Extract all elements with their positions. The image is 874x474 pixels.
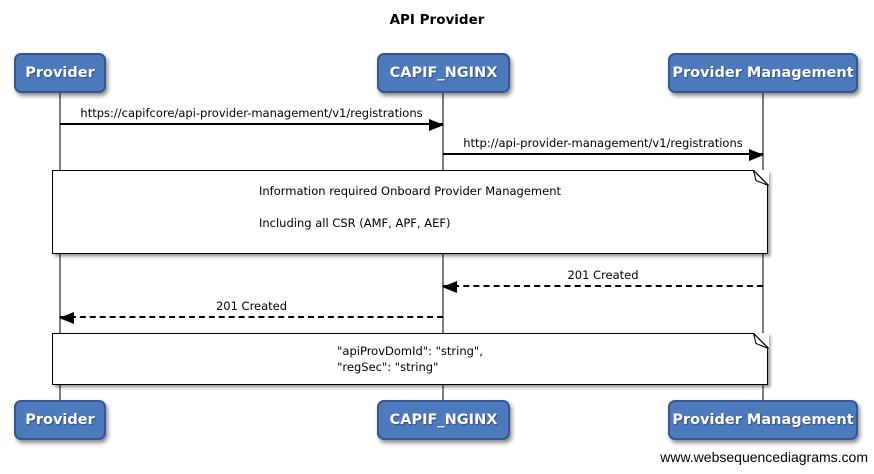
actor-label: CAPIF_NGINX (389, 65, 498, 81)
note-text: Information required Onboard Provider Ma… (259, 183, 561, 231)
message-201-created-pm: 201 Created (442, 268, 763, 293)
actor-label: Provider Management (672, 412, 854, 428)
actor-box-provider-management-bottom: Provider Management (668, 400, 858, 440)
actor-box-provider-top: Provider (14, 53, 106, 93)
message-label: 201 Created (215, 299, 288, 313)
message-register-https: https://capifcore/api-provider-managemen… (60, 106, 444, 131)
note-line: Information required Onboard Provider Ma… (258, 184, 562, 198)
actor-label: CAPIF_NGINX (389, 412, 498, 428)
message-register-http: http://api-provider-management/v1/regist… (443, 136, 764, 161)
message-line-dashed (442, 281, 763, 293)
message-line-dashed (59, 312, 443, 324)
arrow-right-icon (429, 119, 444, 131)
actor-box-capif-nginx-bottom: CAPIF_NGINX (377, 400, 510, 440)
note-line: Including all CSR (AMF, APF, AEF) (258, 216, 451, 230)
page-title: API Provider (389, 12, 485, 28)
watermark: www.websequencediagrams.com (660, 449, 868, 465)
note-fold-corner-icon (752, 332, 769, 349)
note-blank-line (259, 199, 561, 215)
message-line (60, 119, 444, 131)
actor-box-capif-nginx-top: CAPIF_NGINX (377, 53, 510, 93)
arrow-right-icon (749, 149, 764, 161)
actor-label: Provider (25, 65, 95, 81)
actor-box-provider-management-top: Provider Management (668, 53, 858, 93)
message-label: http://api-provider-management/v1/regist… (463, 136, 743, 150)
actor-label: Provider (25, 412, 95, 428)
note-text: "apiProvDomId": "string", "regSec": "str… (337, 343, 483, 375)
actor-box-provider-bottom: Provider (14, 400, 106, 440)
note-response-body: "apiProvDomId": "string", "regSec": "str… (52, 332, 769, 385)
note-fold-corner-icon (752, 169, 769, 186)
message-label: https://capifcore/api-provider-managemen… (80, 106, 423, 120)
arrow-left-icon (442, 281, 457, 293)
note-onboard-information: Information required Onboard Provider Ma… (52, 169, 769, 254)
message-line (443, 149, 764, 161)
message-label: 201 Created (567, 268, 639, 282)
arrow-left-icon (59, 312, 74, 324)
message-201-created-capif: 201 Created (59, 299, 443, 324)
note-line: "apiProvDomId": "string", (337, 344, 483, 358)
actor-label: Provider Management (672, 65, 854, 81)
note-line: "regSec": "string" (337, 360, 439, 374)
